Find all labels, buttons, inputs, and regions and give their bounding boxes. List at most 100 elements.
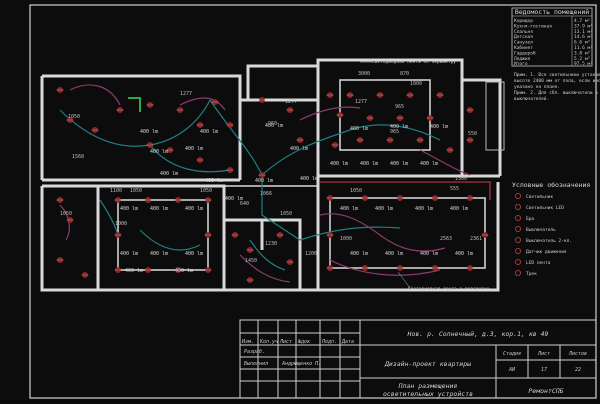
lux-label: 400 lm [450,206,468,212]
role-developer: Разраб. [244,348,265,355]
note-line: указано на плане. [514,85,560,90]
executor-name: Андрющенко П. [281,361,321,367]
stage-value: АИ [508,367,516,373]
lux-label: 400 lm [120,206,138,212]
title-block-column-header: Изм. [241,339,254,345]
dimension-label: 1100 [110,188,122,194]
title-block-column-header: Кол.уч [259,339,278,345]
dimension-label: 3000 [358,71,370,77]
legend-label: Бра [526,216,534,222]
dimension-label: 1050 [280,211,292,217]
dimension-label: 2563 [440,236,452,242]
lux-label: 400 lm [350,126,368,132]
dimension-label: 1568 [72,154,84,160]
legend-symbol [515,225,522,232]
dimension-label: 555 [450,186,459,192]
legend-symbol [515,203,522,210]
lux-label: 400 lm [330,161,348,167]
sheets-value: 22 [575,367,581,373]
note-line: Прим. 2. Для сбп. выключатели в блок [514,89,600,96]
lux-label: 400 lm [340,206,358,212]
schedule-room-name: Кухня-гостиная [514,23,552,29]
callout-led-niche: Светодиодная лента в подсветке [408,286,490,292]
lux-label: 400 lm [125,268,143,274]
lux-label: 400 lm [140,129,158,135]
title-sheet-name-line2: осветительных устройств [383,390,473,398]
lux-label: 400 lm [415,206,433,212]
dimension-label: 640 [240,201,249,207]
lux-label: 400 lm [160,171,178,177]
schedule-room-area: 5.2 м² [574,56,590,62]
lux-label: 400 lm [455,251,473,257]
dimension-label: 1000 [115,221,127,227]
title-block-column-header: Подп. [321,339,337,345]
schedule-room-name: Гардероб [514,49,536,56]
role-executor: Выполнил [244,361,268,367]
loggia-outline [485,81,505,151]
legend-label: LED лента [526,260,551,266]
schedule-title: Ведомость помещений [515,8,589,16]
lux-label: 400 lm [420,251,438,257]
dimension-label: 1230 [265,241,277,247]
lux-label: 400 lm [255,178,273,184]
dimension-label: 1277 [355,99,367,105]
lux-label: 400 lm [175,268,193,274]
dimension-label: 1300 [455,176,467,182]
dimension-label: 965 [395,104,404,110]
lux-label: 400 lm [150,206,168,212]
schedule-room-area: 14.6 м² [574,34,593,40]
dimension-label: 1277 [285,99,297,105]
callout-led-perimeter: Светодиодная лента по периметру [372,59,456,65]
title-project-address: Нов. р. Солнечный, д.3, кор.1, кв 49 [407,330,549,338]
dimension-label: 1000 [410,81,422,87]
legend-label: Светильник LED [526,205,564,211]
dimension-label: 1050 [60,211,72,217]
organization-name: РемонтСПБ [528,387,563,395]
sheet-label: Лист [537,351,550,357]
lux-label: 400 lm [390,161,408,167]
sheet-value: 17 [541,367,547,373]
floor-plan-walls [40,58,502,292]
legend-symbol [515,214,522,221]
general-notes: Прим. 1. Все светильники устанавливать н… [514,72,600,102]
note-line: выключателей. [514,96,549,102]
title-design: Дизайн-проект квартиры [384,360,471,368]
schedule-total-label: Итого [514,61,528,67]
title-block-column-header: №док [297,339,311,345]
title-sheet-name: План размещения [398,382,458,390]
legend-symbol [515,192,522,199]
lux-label: 400 lm [185,206,203,212]
dimension-label: 1277 [180,91,192,97]
dimension-label: 1066 [260,191,272,197]
title-block-column-header: Лист [279,339,292,345]
green-accent-line [128,97,141,112]
note-line: высоте 2400 мм от пола, если иное не [514,78,600,84]
lux-label: 400 lm [185,251,203,257]
lux-label: 400 lm [360,161,378,167]
lux-label: 400 lm [420,161,438,167]
lux-label: 400 lm [150,149,168,155]
lux-label: 400 lm [265,123,283,129]
legend-symbol [515,269,522,276]
schedule-room-name: Детская [514,34,533,40]
dimension-label: 1200 [305,251,317,257]
dimension-label: 1050 [130,188,142,194]
lux-label: 400 lm [205,178,223,184]
legend-symbol [515,258,522,265]
dimension-label: 1000 [340,236,352,242]
lux-label: 400 lm [200,129,218,135]
legend-symbol [515,236,522,243]
legend-label: Светильник [526,194,553,200]
sheets-label: Листов [568,351,587,357]
lux-label: 400 lm [350,251,368,257]
schedule-room-area: 37.9 м² [574,23,593,29]
lux-label: 400 lm [185,146,203,152]
schedule-room-area: 3.8 м² [574,50,590,56]
schedule-total-value: 97.5 м² [574,61,593,67]
lux-label: 400 lm [290,146,308,152]
lux-label: 400 lm [120,251,138,257]
